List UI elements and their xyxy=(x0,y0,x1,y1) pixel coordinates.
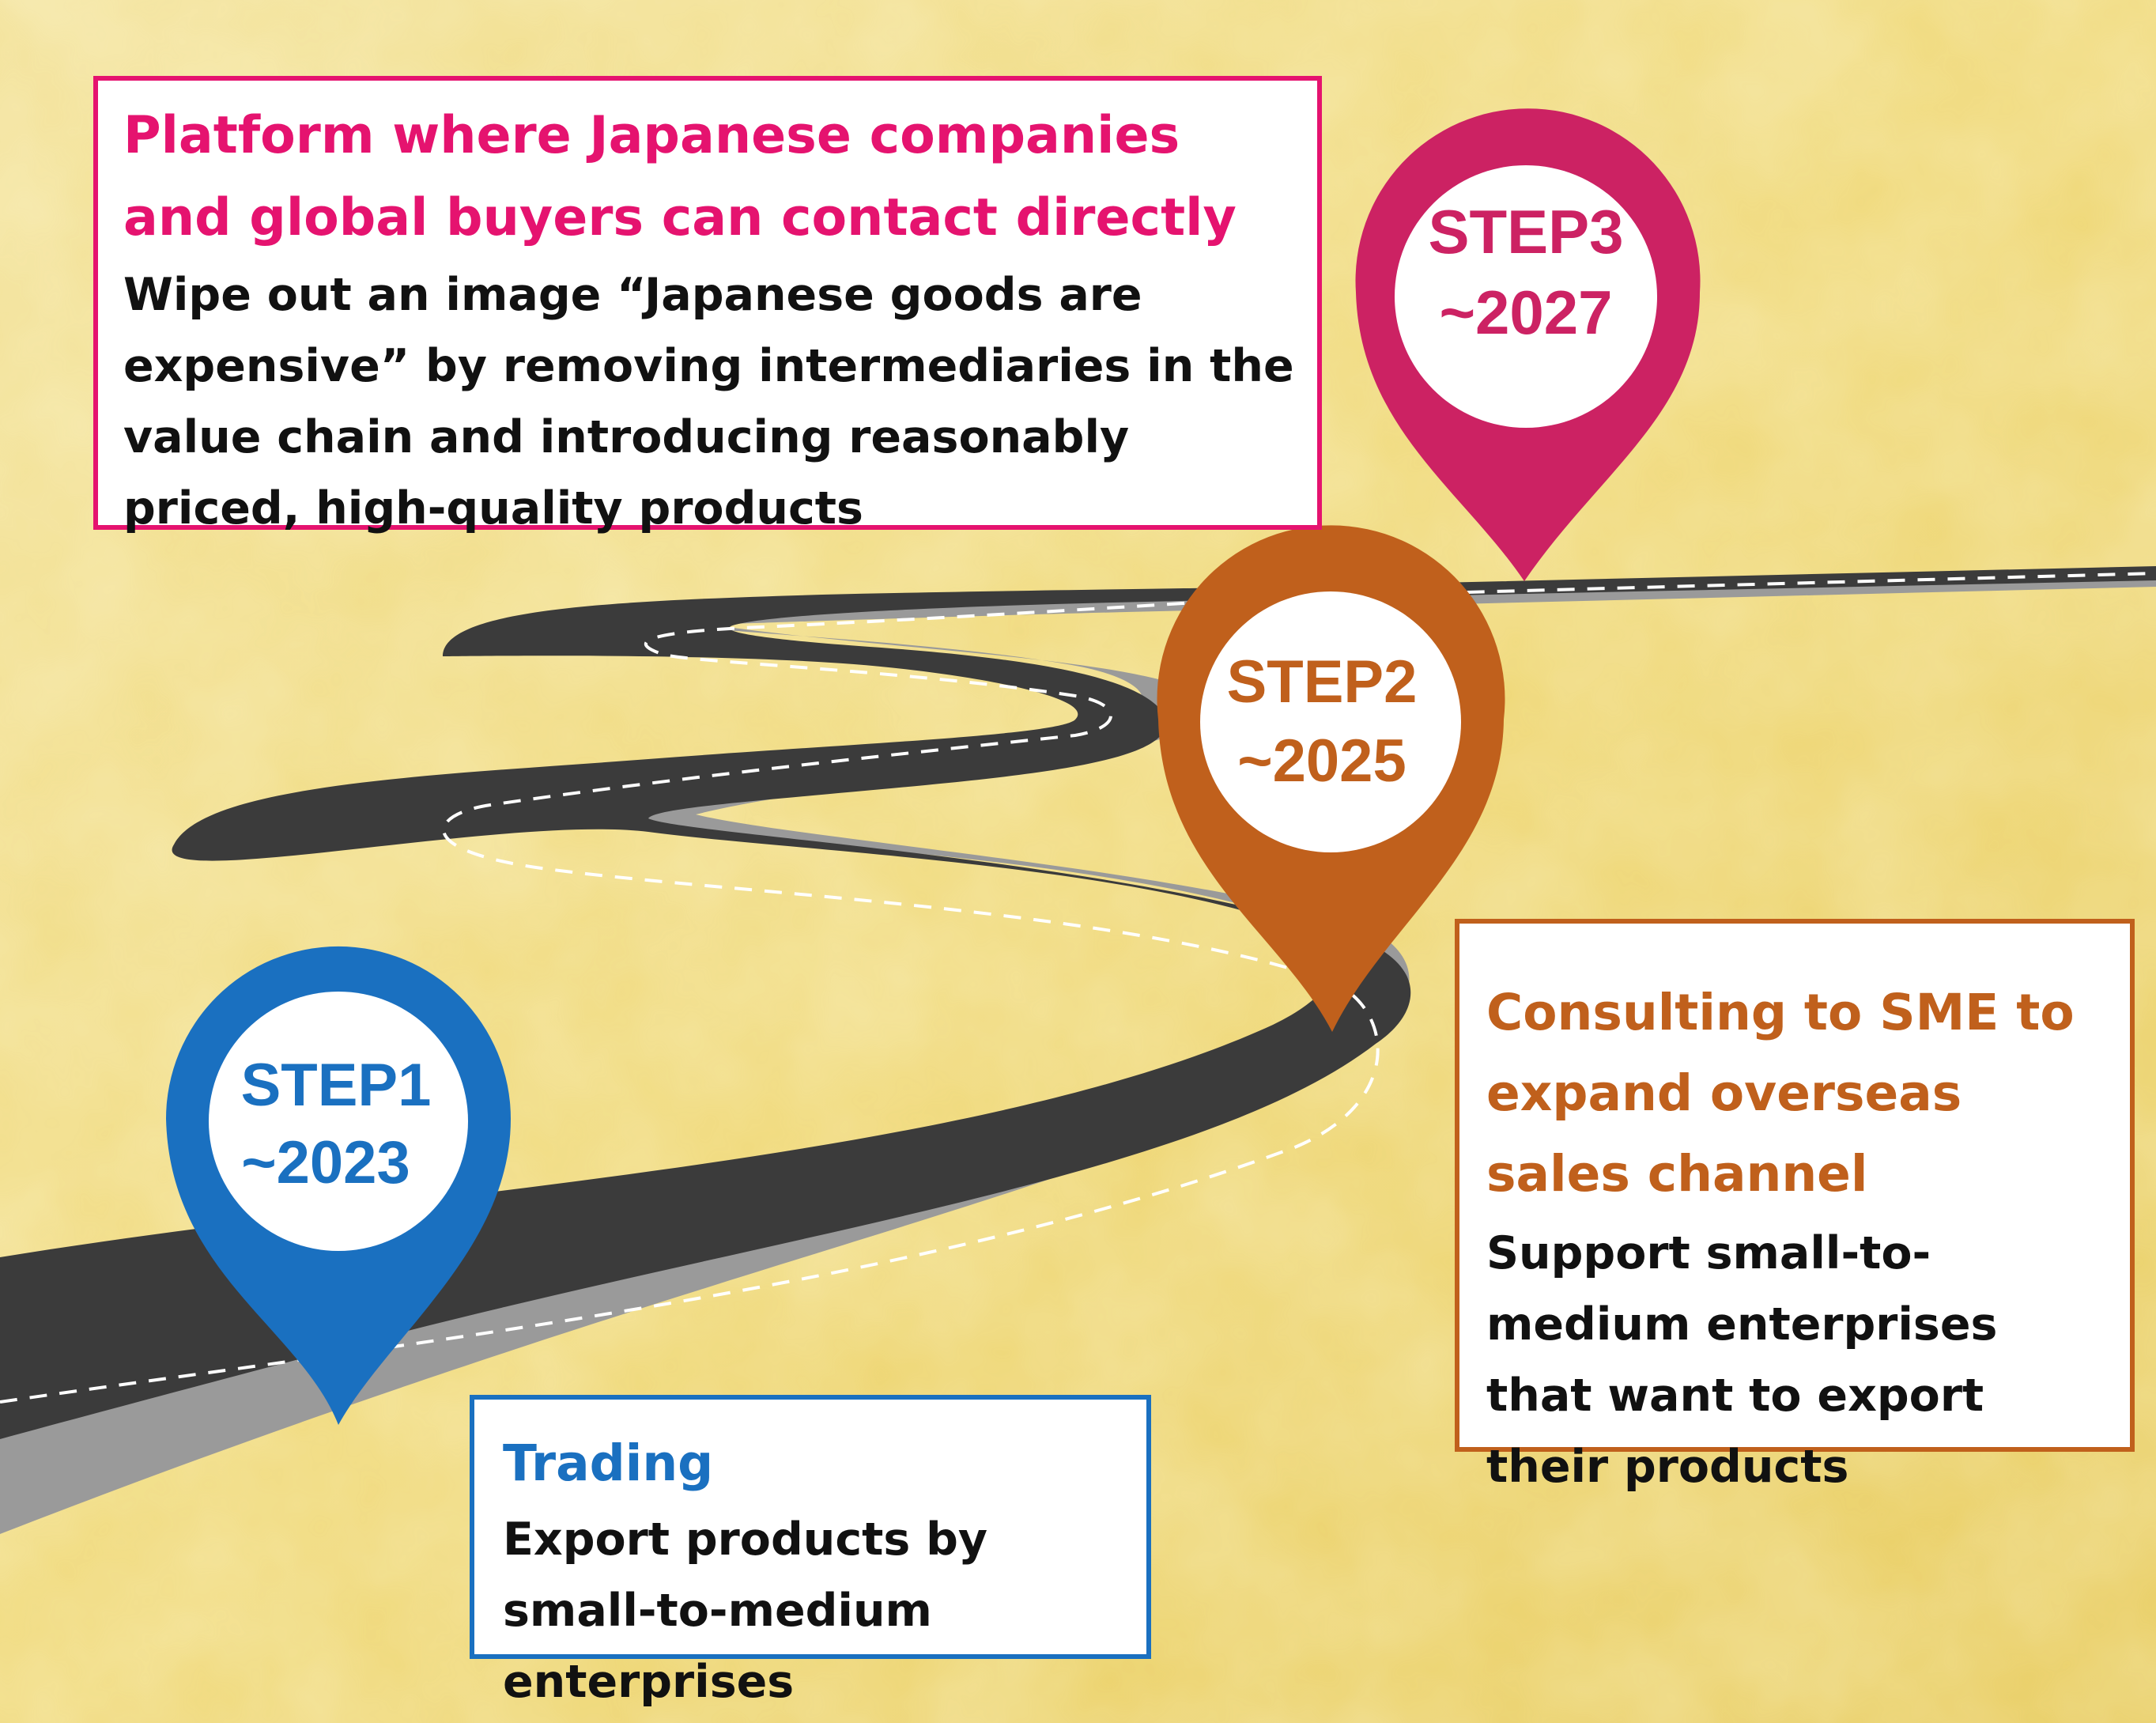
step2-pin: STEP2 ~2025 xyxy=(1157,525,1505,1032)
road xyxy=(0,566,2156,1439)
step3-description-box: Platform where Japanese companies and gl… xyxy=(93,76,1322,535)
step3-period: ~2027 xyxy=(1439,278,1612,347)
lane-marking xyxy=(0,572,2156,1404)
step2-period: ~2025 xyxy=(1237,727,1406,795)
step2-description-box: Consulting to SME to expand overseas sal… xyxy=(1455,919,2135,1493)
step3-label: STEP3 xyxy=(1428,197,1623,266)
step3-pin: STEP3 ~2027 xyxy=(1355,108,1701,582)
step3-body: Wipe out an image “Japanese goods are ex… xyxy=(123,269,1294,535)
step1-description-box: Trading Export products by small-to-medi… xyxy=(470,1395,1151,1708)
step2-body: Support small-to-medium enterprises that… xyxy=(1486,1227,1998,1493)
step1-title: Trading xyxy=(503,1434,714,1492)
step1-pin-inner xyxy=(209,992,468,1251)
step1-period: ~2023 xyxy=(241,1129,410,1196)
step2-title: Consulting to SME to expand overseas sal… xyxy=(1486,984,2075,1203)
step2-label: STEP2 xyxy=(1227,648,1418,716)
step3-pin-inner xyxy=(1395,165,1657,428)
step1-label: STEP1 xyxy=(241,1052,432,1119)
step2-pin-inner xyxy=(1200,591,1461,852)
step1-body: Export products by small-to-medium enter… xyxy=(503,1513,988,1708)
step1-pin: STEP1 ~2023 xyxy=(165,946,511,1425)
step3-title: Platform where Japanese companies and gl… xyxy=(123,106,1237,247)
